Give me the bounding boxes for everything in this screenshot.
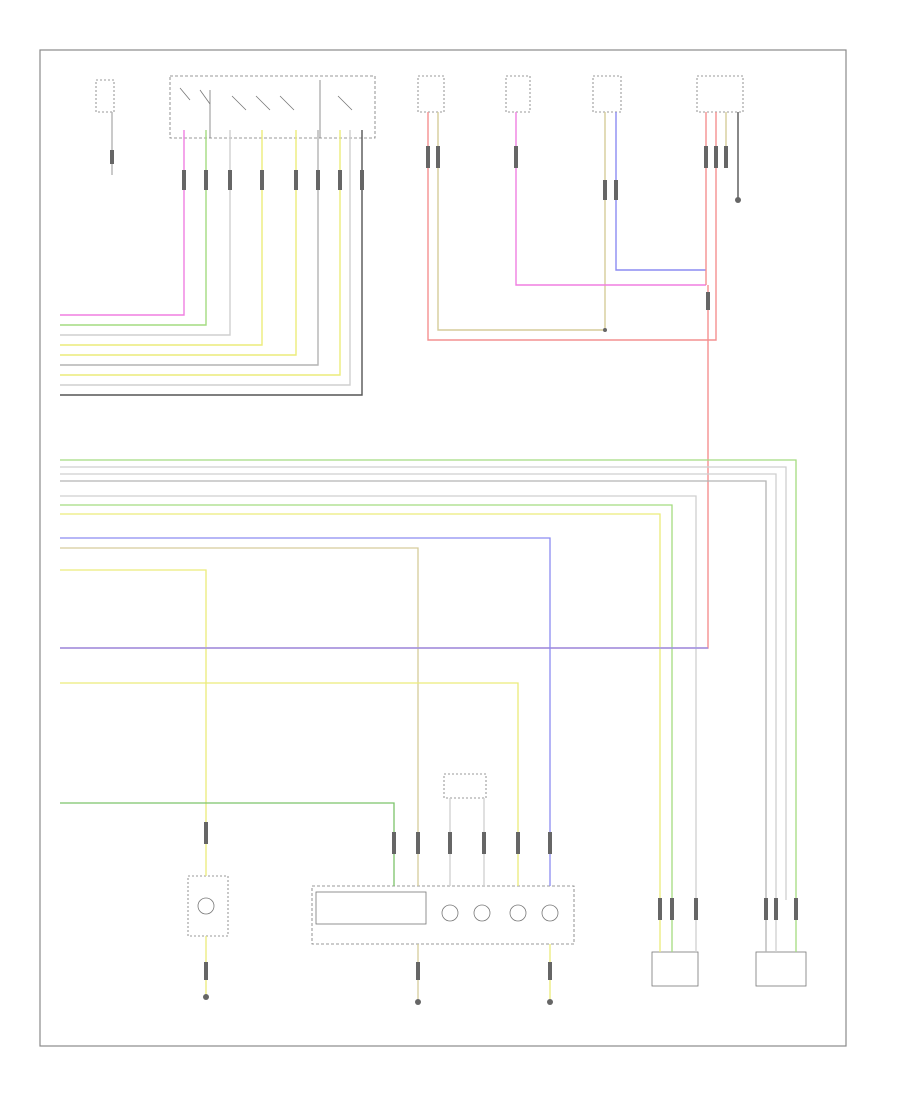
component-left-module <box>95 79 115 113</box>
connector-marks-bottom <box>203 822 798 1005</box>
component-switch-unit <box>169 75 376 139</box>
component-bottom-right-2 <box>755 951 807 987</box>
diagram-border <box>39 49 847 1047</box>
wires-top-right <box>60 112 739 649</box>
component-bottom-center-unit <box>311 885 575 945</box>
component-lamp-left <box>187 875 229 937</box>
wires-bottom <box>205 798 797 1000</box>
component-bottom-small-box <box>443 773 487 799</box>
component-bottom-right-1 <box>651 951 699 987</box>
component-top-right-modules <box>417 75 744 113</box>
wires-top-left <box>60 112 363 396</box>
connector-marks-top-right <box>426 146 741 332</box>
connector-marks-top-left <box>110 150 364 190</box>
wires-middle-bus <box>60 459 797 900</box>
